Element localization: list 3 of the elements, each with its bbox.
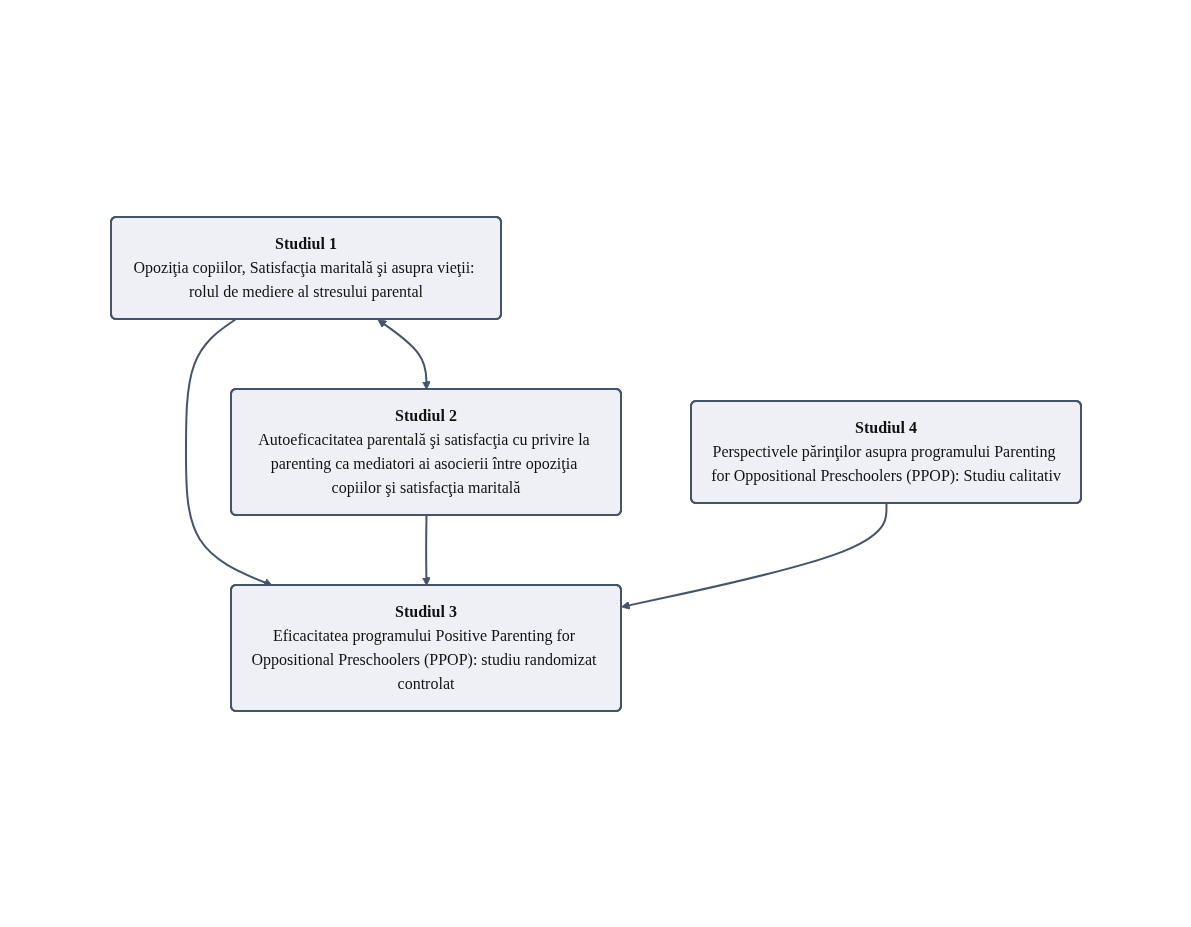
arrow [620,502,887,610]
arrow [377,318,431,390]
arrow [421,514,431,586]
